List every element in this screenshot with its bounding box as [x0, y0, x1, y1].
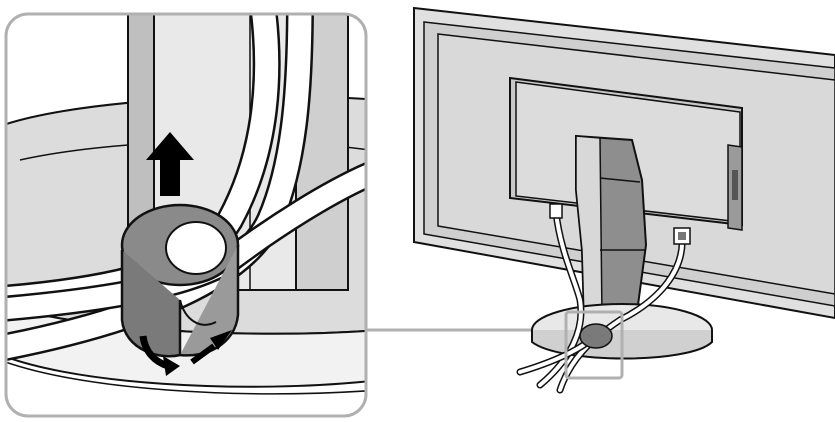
zoom-detail-panel	[0, 0, 380, 422]
monitor-stand-column	[576, 136, 646, 320]
cable-connector-right	[674, 228, 690, 244]
cable-connector-left	[550, 204, 562, 218]
zoom-cable-holder	[122, 205, 238, 356]
monitor-rear-view	[414, 8, 835, 390]
monitor-cable-holder	[580, 324, 612, 348]
